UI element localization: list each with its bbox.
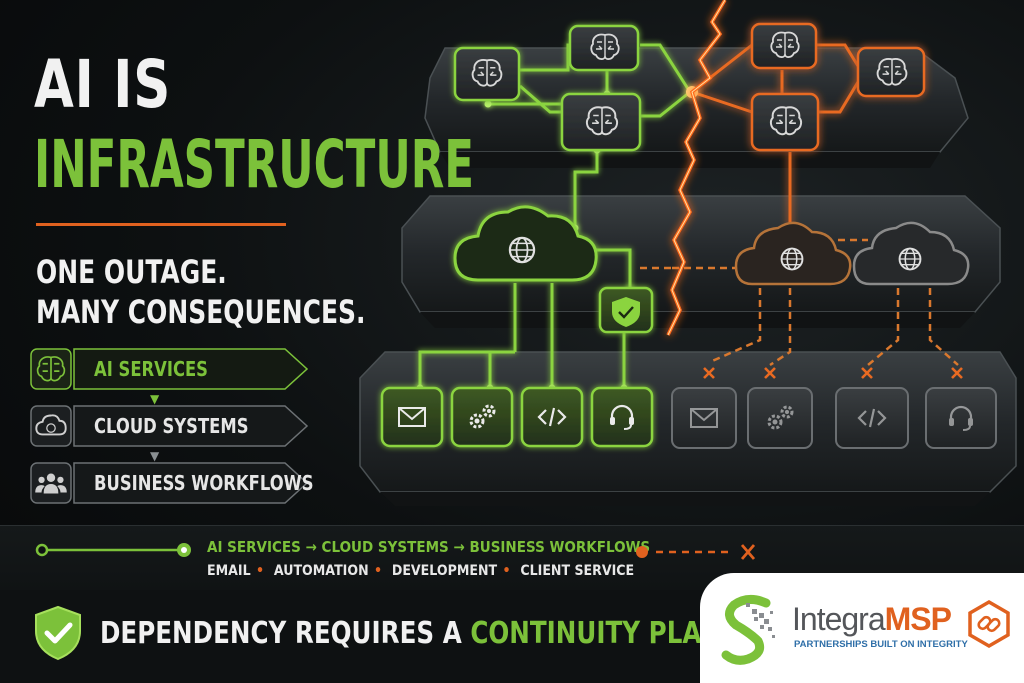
ai-node-failed bbox=[750, 22, 926, 152]
healthy-connection-line bbox=[35, 543, 191, 557]
cloud-icon bbox=[35, 414, 67, 436]
chain-link-hexagon-icon bbox=[968, 599, 1010, 649]
workflow-list: EMAIL• AUTOMATION• DEVELOPMENT• CLIENT S… bbox=[207, 563, 635, 579]
workflow-item: DEVELOPMENT bbox=[391, 563, 498, 579]
layer-label: BUSINESS WORKFLOWS bbox=[94, 471, 314, 495]
headline-line1: AI IS bbox=[34, 46, 172, 123]
integramsp-logo: IntegraMSP PARTNERSHIPS BUILT ON INTEGRI… bbox=[700, 573, 1024, 683]
brand-name: IntegraMSP bbox=[792, 601, 952, 637]
arrow-down-icon: ▼ bbox=[150, 392, 160, 406]
layer-ai-services: AI SERVICES bbox=[30, 348, 308, 390]
infrastructure-illustration bbox=[359, 0, 1017, 493]
workflow-item: CLIENT SERVICE bbox=[520, 563, 635, 579]
layer-label: CLOUD SYSTEMS bbox=[94, 414, 249, 438]
layer-label: AI SERVICES bbox=[94, 357, 208, 381]
headline-divider bbox=[36, 223, 286, 226]
chain-flow-text: AI SERVICES → CLOUD SYSTEMS → BUSINESS W… bbox=[207, 538, 651, 556]
footer-message: DEPENDENCY REQUIRES A CONTINUITY PLAN. bbox=[100, 614, 731, 654]
subheadline-line2: MANY CONSEQUENCES. bbox=[36, 293, 366, 331]
arrow-down-icon: ▼ bbox=[150, 449, 160, 463]
layer-cloud-systems: CLOUD SYSTEMS bbox=[30, 405, 308, 447]
subheadline-line1: ONE OUTAGE. bbox=[36, 253, 227, 291]
footer-message-highlight: CONTINUITY PLAN. bbox=[470, 616, 732, 651]
ai-node-green bbox=[453, 24, 642, 152]
footer-message-prefix: DEPENDENCY REQUIRES A bbox=[100, 616, 471, 651]
broken-connection-line bbox=[636, 544, 756, 560]
headline-line2: INFRASTRUCTURE bbox=[34, 126, 475, 203]
brand-tagline: PARTNERSHIPS BUILT ON INTEGRITY bbox=[794, 639, 968, 650]
layer-business-workflows: BUSINESS WORKFLOWS bbox=[30, 462, 314, 504]
workflow-item: AUTOMATION bbox=[273, 563, 369, 579]
people-icon bbox=[35, 473, 67, 494]
shield-check-icon bbox=[35, 605, 81, 661]
brain-icon bbox=[36, 356, 66, 382]
subheadline: ONE OUTAGE. MANY CONSEQUENCES. bbox=[36, 252, 366, 332]
workflow-item: EMAIL bbox=[207, 563, 251, 579]
integramsp-mark-icon bbox=[721, 595, 775, 665]
